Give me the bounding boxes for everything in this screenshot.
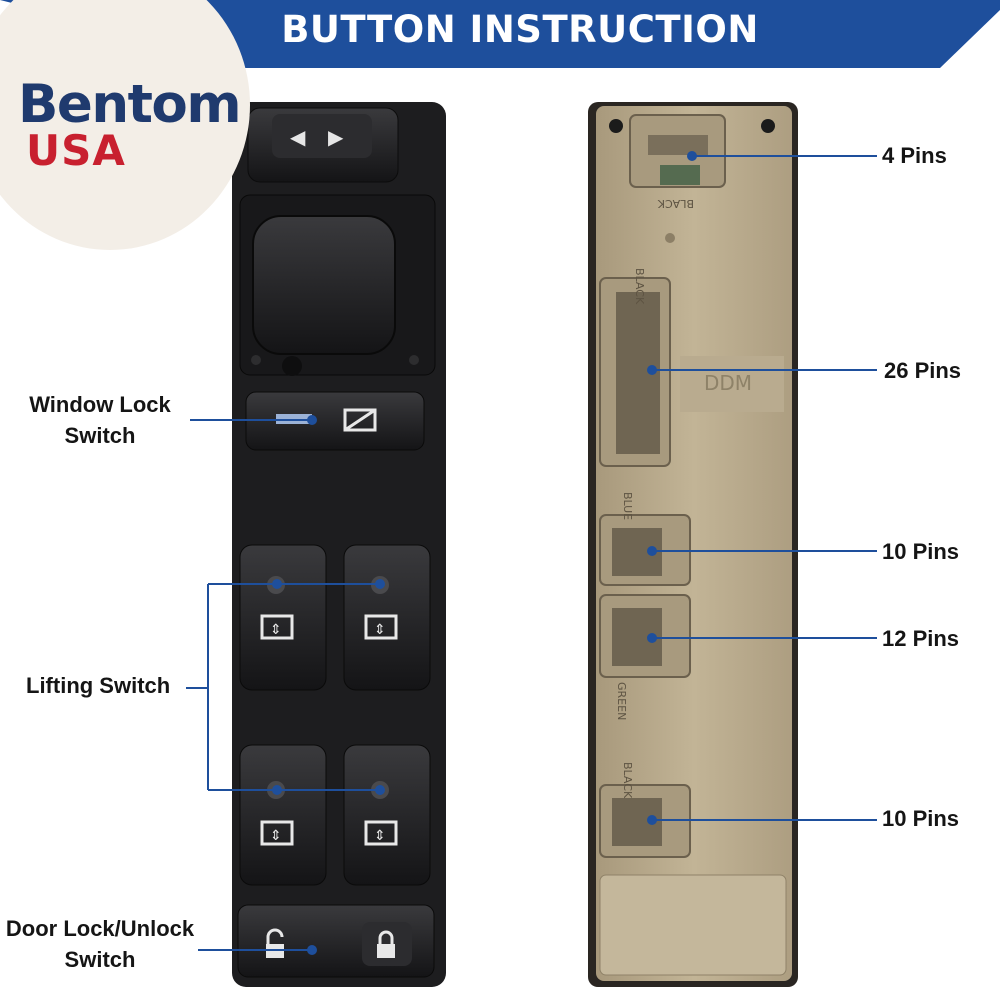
door-lock-label: Door Lock/Unlock Switch [0,913,200,975]
logo-brand-text: Bentom [18,74,242,135]
pins-4-label: 4 Pins [882,143,947,168]
callout-dots [272,151,697,955]
switch-back [588,102,798,987]
door-lock-label-line2: Switch [64,947,136,972]
window-lock-label-line2: Switch [64,423,136,448]
ddm-marking: DDM [704,371,752,395]
switch-front: ◀ ▶ ⇕ ⇕ ⇕ [232,102,446,987]
black-marking-bottom: BLACK [621,762,634,799]
door-lock-label-line1: Door Lock/Unlock [5,916,195,941]
lock-icon [377,944,395,958]
lifting-switch-rear-left: ⇕ [239,744,327,886]
lifting-switch-front-right: ⇕ [343,544,431,691]
callout-lines [186,155,877,951]
window-lock-label: Window Lock Switch [20,389,180,451]
pins-10-b-label: 10 Pins [882,806,960,831]
green-marking: GREEN [615,682,628,720]
black-marking-top: BLACK [657,197,694,210]
svg-text:⇕: ⇕ [270,622,282,638]
arrow-right-icon: ▶ [328,125,344,149]
arrow-left-icon: ◀ [290,125,306,149]
pins-10-a-label: 10 Pins [882,539,960,564]
window-lock-label-line1: Window Lock [29,392,171,417]
page-title: BUTTON INSTRUCTION [281,8,759,51]
pins-26-label: 26 Pins [884,358,962,383]
pins-12-label: 12 Pins [882,626,960,651]
lifting-switch-label: Lifting Switch [26,673,171,698]
lifting-switch-front-left: ⇕ [239,544,327,691]
svg-text:⇕: ⇕ [270,828,282,844]
svg-text:⇕: ⇕ [374,828,386,844]
mirror-joystick [252,215,396,355]
lifting-switch-rear-right: ⇕ [343,744,431,886]
svg-text:⇕: ⇕ [374,622,386,638]
header-banner [0,0,1000,68]
logo-country-text: USA [26,126,126,175]
blue-marking: BLUE [621,492,634,520]
black-marking-mid: BLACK [633,268,646,305]
